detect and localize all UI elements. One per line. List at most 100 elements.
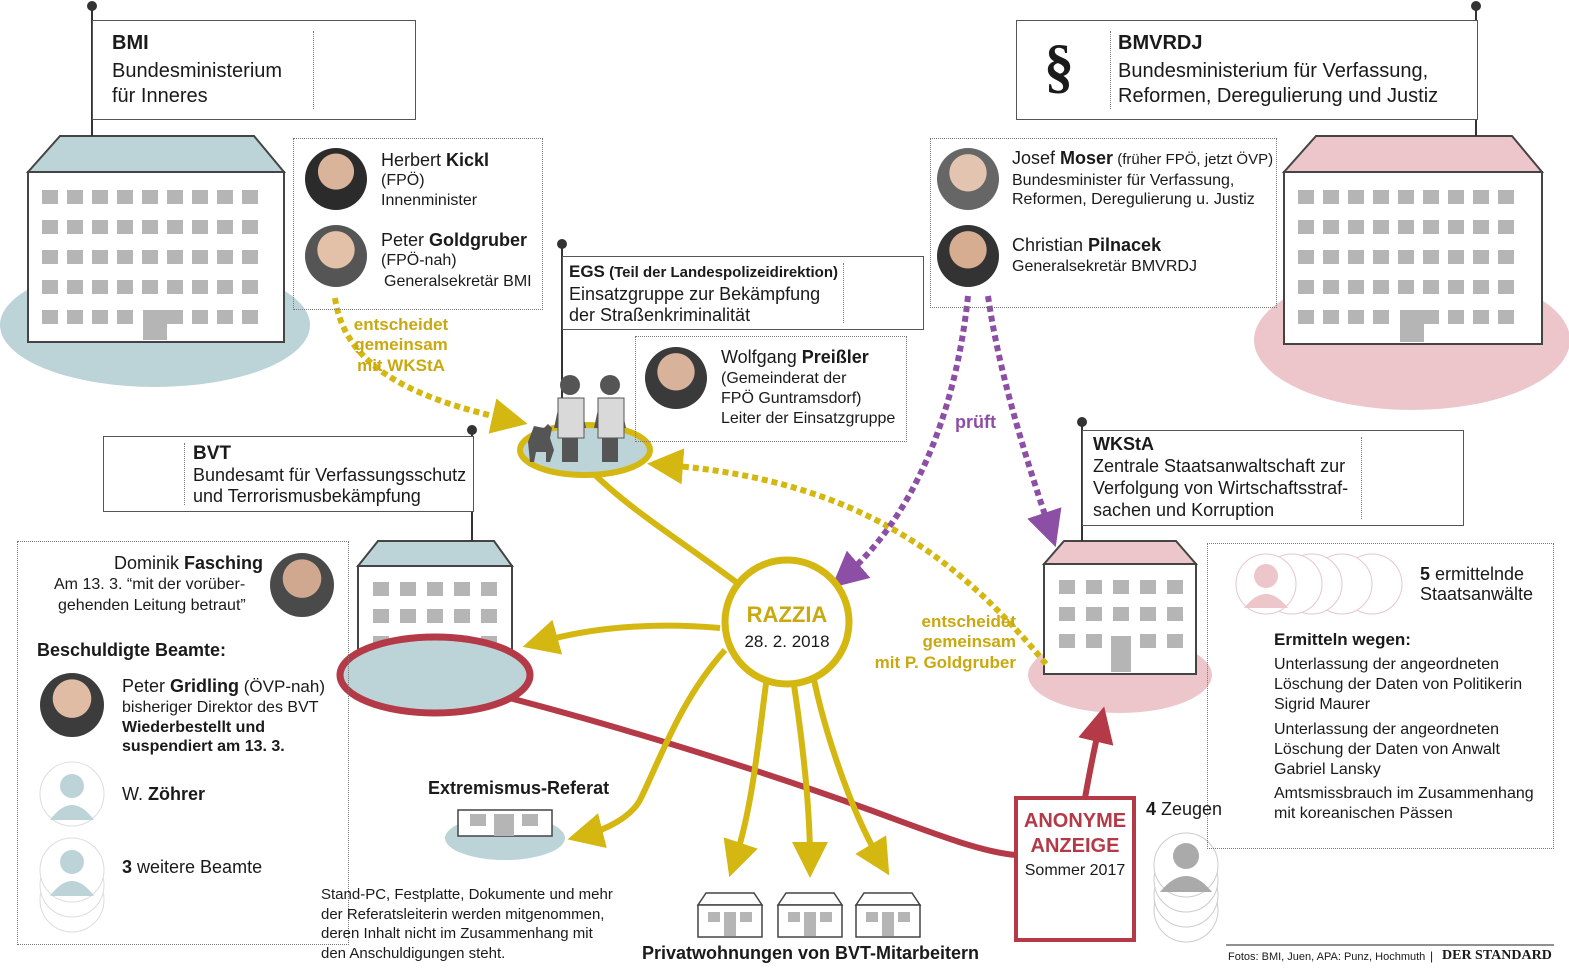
window: [92, 190, 108, 204]
window: [1348, 280, 1364, 294]
pruef-arrow-to-wksta: [985, 295, 1062, 548]
window: [1498, 280, 1514, 294]
fasching-line2: gehenden Leitung betraut”: [58, 597, 246, 614]
window: [167, 310, 183, 324]
goldgruber-photo: [305, 225, 367, 287]
window: [217, 280, 233, 294]
window: [167, 190, 183, 204]
wksta-to-egs-arrow: [647, 448, 1049, 666]
zoehrer-avatar: [39, 761, 105, 827]
window: [67, 250, 83, 264]
window: [1140, 634, 1156, 648]
window: [142, 250, 158, 264]
kickl-party: (FPÖ): [381, 172, 425, 189]
bmvrdj-persons-box: [930, 138, 1277, 308]
window: [42, 280, 58, 294]
wksta-line3: sachen und Korruption: [1093, 500, 1275, 520]
window: [67, 310, 83, 324]
window: [167, 280, 183, 294]
window: [1167, 607, 1183, 621]
gridling-line3: suspendiert am 13. 3.: [122, 738, 285, 755]
private-houses-windows: [708, 912, 910, 936]
fasching-photo: [270, 553, 334, 617]
window: [92, 310, 108, 324]
prosecutors-avatars: [1235, 553, 1403, 615]
wksta-windows: [1059, 580, 1183, 672]
bmi-persons-box: [293, 138, 543, 310]
window: [1298, 280, 1314, 294]
window: [1323, 250, 1339, 264]
preissler-name: Wolfgang Preißler: [721, 347, 869, 367]
window: [1298, 310, 1314, 324]
window: [1348, 220, 1364, 234]
window: [1423, 220, 1439, 234]
bmi-abbr: BMI: [112, 32, 149, 54]
anon-line3: Sommer 2017: [1024, 862, 1126, 879]
bvt-line2: und Terrorismusbekämpfung: [193, 486, 421, 506]
window: [1498, 250, 1514, 264]
witnesses-avatars: [1153, 832, 1219, 943]
window: [1323, 280, 1339, 294]
fasching-line1: Am 13. 3. “mit der vorüber-: [54, 576, 246, 593]
bmi-windows: [42, 190, 258, 340]
window: [167, 220, 183, 234]
window: [1348, 250, 1364, 264]
bmi-name-line1: Bundesministerium: [112, 60, 283, 82]
window: [1398, 250, 1414, 264]
bmvrdj-name-line1: Bundesministerium für Verfassung,: [1118, 60, 1429, 82]
pilnacek-name: Christian Pilnacek: [1012, 235, 1162, 255]
bvt-red-ring: [336, 633, 534, 717]
moser-photo: [937, 148, 999, 210]
extremism-title: Extremismus-Referat: [428, 778, 610, 798]
window: [1323, 310, 1339, 324]
preissler-box: [635, 336, 907, 442]
window: [1473, 220, 1489, 234]
window: [42, 250, 58, 264]
extremism-desk-icon: [457, 809, 553, 837]
others-label: 3 weitere Beamte: [122, 857, 263, 877]
preissler-line1: (Gemeinderat der: [721, 370, 847, 387]
goldgruber-role: Generalsekretär BMI: [384, 273, 532, 290]
window: [1373, 190, 1389, 204]
window: [192, 250, 208, 264]
bvt-label-box: [103, 436, 474, 512]
window: [481, 609, 497, 623]
window: [1423, 280, 1439, 294]
window: [1498, 190, 1514, 204]
window: [142, 280, 158, 294]
preissler-photo: [645, 347, 707, 409]
moser-name: Josef Moser (früher FPÖ, jetzt ÖVP): [1012, 148, 1274, 168]
window: [1473, 190, 1489, 204]
bmi-label-box: [92, 20, 416, 120]
gridling-line1: bisheriger Direktor des BVT: [122, 699, 319, 716]
window: [1113, 607, 1129, 621]
window: [1373, 310, 1389, 324]
window: [242, 250, 258, 264]
bmvrdj-windows: [1298, 190, 1514, 342]
private-title: Privatwohnungen von BVT-Mitarbeitern: [642, 943, 980, 963]
window: [192, 310, 208, 324]
credits-separator: |: [1430, 949, 1434, 963]
window: [427, 582, 443, 596]
anon-to-wksta-arrow: [1078, 706, 1114, 799]
other-officials-avatars: [39, 837, 105, 933]
window: [117, 220, 133, 234]
window: [373, 609, 389, 623]
window: [1298, 250, 1314, 264]
police-officers-icon: [528, 375, 626, 462]
window: [67, 280, 83, 294]
paragraph-icon: §: [1044, 33, 1074, 99]
door: [1400, 310, 1424, 342]
window: [117, 190, 133, 204]
goldgruber-name: Peter Goldgruber: [381, 230, 528, 250]
window: [373, 582, 389, 596]
wksta-investigation-box: [1207, 543, 1554, 849]
checks-label: prüft: [955, 412, 996, 432]
bmvrdj-label-box: [1016, 20, 1478, 120]
photo-credits: Fotos: BMI, Juen, APA: Punz, Hochmuth: [1228, 951, 1426, 963]
